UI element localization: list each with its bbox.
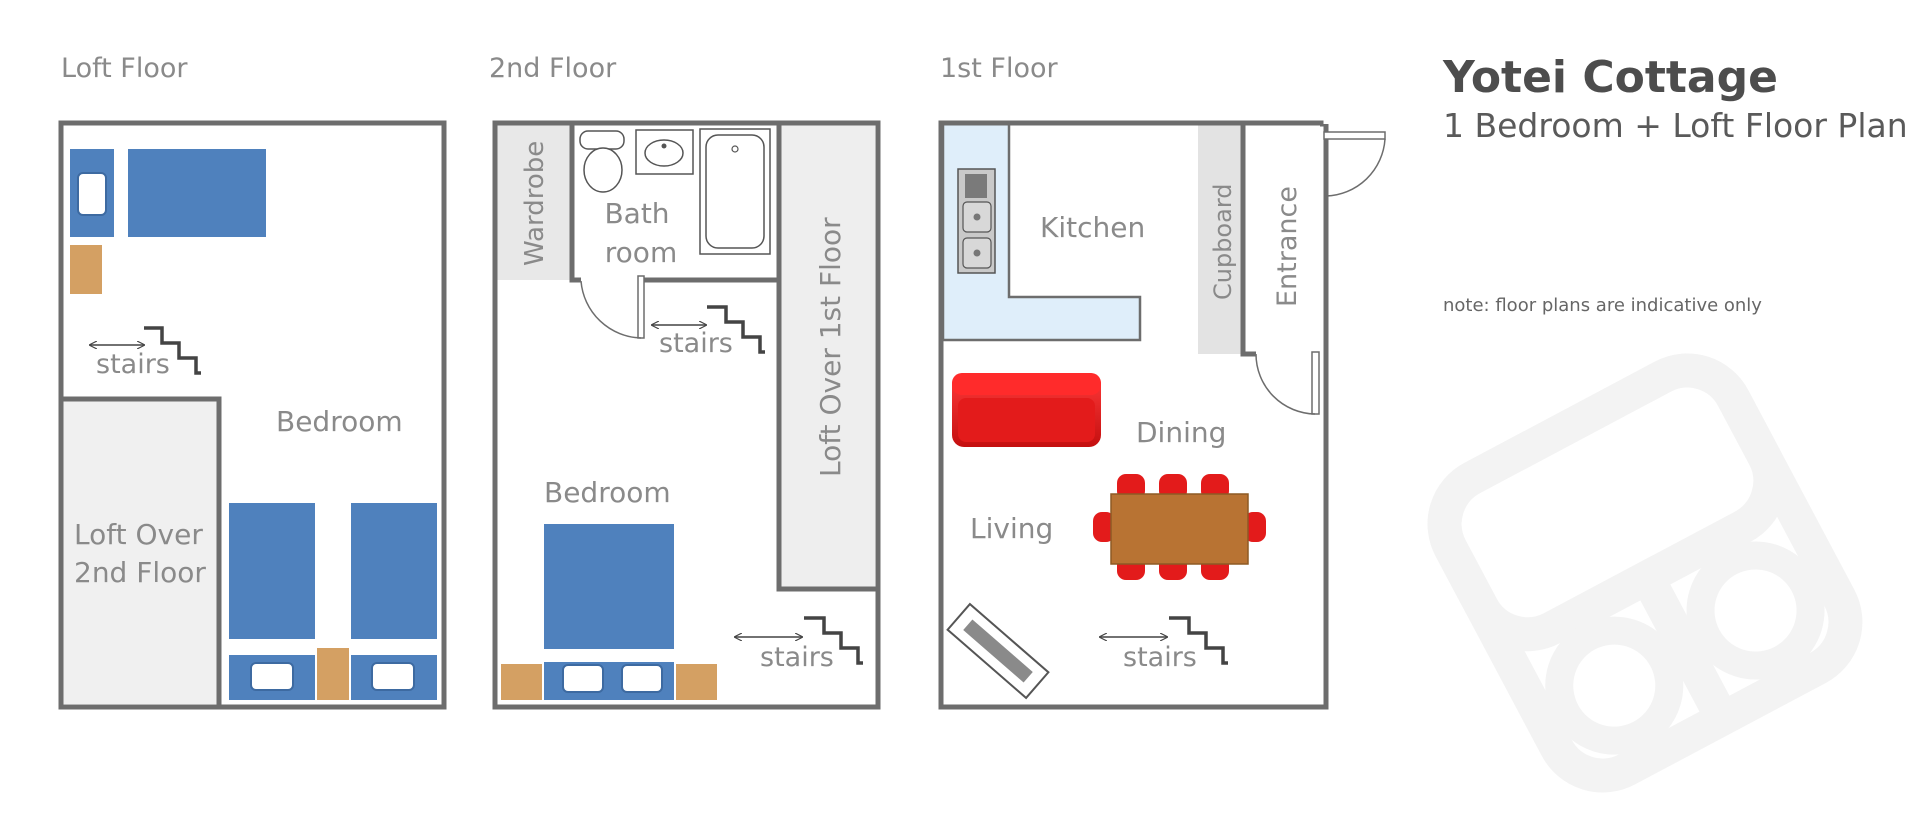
inner-door — [1255, 351, 1320, 415]
sink — [635, 129, 694, 175]
cupboard-label: Cupboard — [1209, 183, 1237, 300]
page-subtitle: 1 Bedroom + Loft Floor Plan — [1443, 106, 1908, 145]
stairs-symbol: stairs — [735, 616, 863, 673]
single-bed-top — [70, 149, 266, 237]
dining-label: Dining — [1136, 416, 1226, 449]
double-bed — [544, 524, 674, 700]
kitchen-label: Kitchen — [1040, 211, 1145, 244]
wardrobe — [497, 124, 570, 280]
loft-over-1st-floor — [778, 124, 875, 589]
bathroom-door — [580, 275, 645, 339]
bathroom-label-line2: room — [605, 236, 677, 269]
loft-over-label-line2: 2nd Floor — [74, 556, 206, 589]
entrance-label: Entrance — [1272, 186, 1303, 307]
bathtub — [699, 128, 771, 255]
kitchen-sink — [957, 168, 996, 274]
front-door — [1323, 131, 1386, 197]
nightstand — [501, 664, 542, 700]
loft-floor-plan: stairs Bedroom Loft Over 2nd Floor — [58, 120, 447, 710]
first-floor-outer-wall — [938, 120, 1329, 710]
single-bed-left — [229, 503, 315, 700]
toilet — [579, 130, 625, 193]
page-title: Yotei Cottage — [1442, 52, 1778, 103]
bathroom-wall — [569, 124, 581, 283]
stairs-label: stairs — [760, 642, 834, 673]
entrance-wall — [1240, 124, 1256, 357]
nightstand — [317, 648, 349, 700]
loft-partition-wall — [62, 396, 222, 705]
sofa — [952, 373, 1101, 447]
disclaimer-note: note: floor plans are indicative only — [1443, 295, 1762, 316]
single-bed-right — [351, 503, 437, 700]
nightstand — [676, 664, 717, 700]
heater — [946, 602, 1050, 700]
bathroom-label-line1: Bath — [604, 197, 669, 230]
loft-over-1st-floor-label: Loft Over 1st Floor — [814, 217, 847, 477]
second-floor-outer-wall — [492, 120, 881, 710]
stairs-symbol: stairs — [1100, 616, 1228, 673]
bedroom-label: Bedroom — [544, 476, 671, 509]
loft-floor-heading: Loft Floor — [61, 53, 188, 84]
second-floor-plan: Bath room Wardrobe Loft Over 1st Floor s… — [492, 120, 881, 710]
cupboard — [1198, 124, 1243, 354]
stairs-symbol: stairs — [90, 326, 201, 380]
loft-outer-wall — [58, 120, 447, 710]
loft-partition-wall — [776, 124, 876, 592]
dining-table — [1093, 474, 1266, 580]
living-label: Living — [970, 512, 1053, 545]
first-floor-plan: Kitchen Cupboard Entrance Dining Living — [938, 120, 1386, 710]
stairs-symbol: stairs — [652, 305, 765, 359]
watermark-logo — [1427, 353, 1863, 793]
stairs-label: stairs — [96, 349, 170, 380]
wardrobe-label: Wardrobe — [520, 141, 550, 266]
bedroom-label: Bedroom — [276, 405, 403, 438]
loft-over-label-line1: Loft Over — [74, 518, 203, 551]
loft-over-area — [62, 399, 219, 704]
second-floor-heading: 2nd Floor — [489, 53, 617, 84]
stairs-label: stairs — [1123, 642, 1197, 673]
first-floor-heading: 1st Floor — [940, 53, 1058, 84]
stairs-label: stairs — [659, 328, 733, 359]
nightstand — [70, 245, 102, 294]
